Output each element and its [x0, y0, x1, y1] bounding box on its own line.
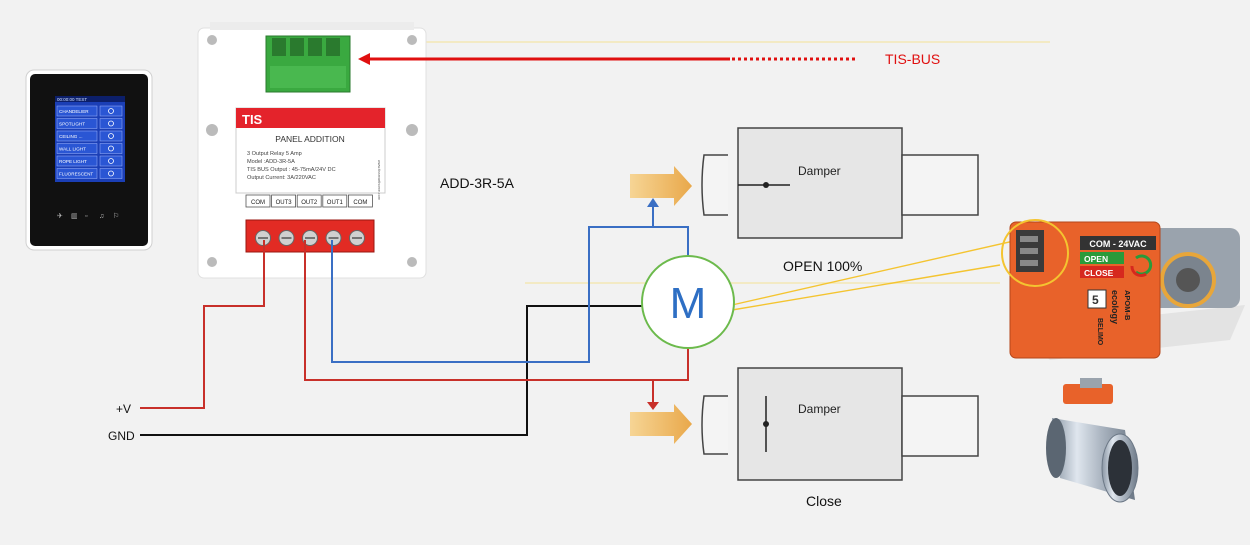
panel-item-label: WALL LIGHT	[59, 147, 86, 152]
damper-closed-label: Damper	[798, 402, 841, 416]
callout-line	[731, 264, 1001, 311]
damper-closed: Damper	[701, 367, 979, 481]
bulb-icon	[108, 120, 114, 127]
terminal-label: COM	[353, 200, 367, 206]
actuator-close-label: CLOSE	[1084, 268, 1114, 278]
terminal-label: OUT3	[276, 200, 293, 206]
panel-item-label: ROPE LIGHT	[59, 159, 87, 164]
chandelier-icon	[99, 105, 123, 117]
rotate-icon	[1135, 254, 1153, 276]
terminal-callout-circle	[1001, 219, 1069, 287]
panel-item[interactable]	[56, 155, 98, 167]
damper-open-label: Damper	[798, 164, 841, 178]
terminal-label-box	[296, 194, 322, 208]
positive-label: +V	[116, 402, 131, 416]
motor-label: M	[670, 279, 707, 328]
bulb-icon	[99, 118, 123, 129]
damper-closed-caption: Close	[806, 493, 842, 509]
bus-arrowhead	[358, 53, 370, 65]
panel-button-icon: ▫	[85, 213, 87, 220]
airflow-arrow-closed	[630, 404, 692, 444]
panel-status: 00:00:00 TEST	[57, 97, 87, 102]
close-arrowhead	[647, 402, 659, 410]
panel-item-label: SPOTLIGHT	[59, 122, 85, 127]
panel-button-icon: ▥	[71, 213, 78, 220]
panel-item[interactable]	[56, 168, 98, 179]
module-title: PANEL ADDITION	[275, 134, 344, 144]
panel-button-icon: ✈	[57, 213, 63, 220]
touch-panel: 00:00:00 TEST CHANDELIER SPOTLIGHT CEILING…	[25, 69, 153, 251]
damper-open-caption: OPEN 100%	[783, 258, 862, 274]
module-spec-line: 3 Output Relay 5 Amp	[247, 151, 302, 157]
out1-wire	[331, 226, 689, 363]
module-spec-line: Output Current: 3A/220VAC	[247, 175, 316, 181]
actuator-maker: BELIMO	[1096, 318, 1103, 346]
belimo-actuator: COM - 24VAC OPEN CLOSE 5 ecology APOM-B …	[1009, 221, 1245, 360]
panel-item[interactable]	[56, 118, 98, 129]
panel-item-label: FLUORESCENT	[59, 172, 93, 177]
terminal-label: OUT2	[301, 200, 318, 206]
callout-line	[731, 239, 1019, 306]
module-website: www.tissmarthome.com	[377, 160, 381, 200]
relay-module: TIS PANEL ADDITION 3 Output Relay 5 AmpM…	[197, 22, 427, 279]
bus-label: TIS-BUS	[885, 51, 940, 67]
ground-label: GND	[108, 429, 135, 443]
bus-connector	[265, 35, 351, 93]
rope-light-icon	[99, 155, 123, 167]
bulb-icon	[108, 133, 114, 139]
tube-light-icon	[108, 170, 114, 177]
panel-item[interactable]	[56, 105, 98, 117]
terminal-label-box	[347, 194, 373, 208]
chandelier-icon	[108, 108, 114, 114]
actuator-model: APOM-B	[1123, 290, 1132, 321]
rope-light-icon	[108, 158, 114, 164]
panel-item[interactable]	[56, 143, 98, 154]
ground-wire	[140, 305, 645, 436]
module-model-label: ADD-3R-5A	[440, 175, 515, 191]
positive-wire	[140, 240, 265, 409]
panel-item-label: CHANDELIER	[59, 109, 89, 114]
terminal-label-box	[271, 194, 297, 208]
open-arrowhead	[647, 198, 659, 207]
airflow-arrow-open	[630, 166, 692, 206]
terminal-label: COM	[251, 200, 265, 206]
module-spec-line: TIS BUS Output : 45-75mA/24V DC	[247, 167, 336, 173]
panel-item-label: CEILING ...	[59, 134, 83, 139]
wall-lamp-icon	[99, 143, 123, 154]
module-spec-line: Model :ADD-3R-5A	[247, 159, 295, 165]
terminal-label: OUT1	[327, 200, 344, 206]
panel-button-icon: ♫	[99, 213, 104, 220]
terminal-label-box	[322, 194, 348, 208]
damper-open: Damper	[701, 127, 979, 239]
bulb-icon	[99, 130, 123, 142]
module-brand: TIS	[242, 112, 263, 127]
motor	[641, 255, 735, 349]
panel-button-icon: ⚐	[113, 212, 119, 220]
rotate-icon	[1130, 265, 1147, 278]
actuator-header: COM - 24VAC	[1089, 239, 1147, 249]
actuator-size-mark: 5	[1092, 293, 1099, 307]
panel-item[interactable]	[56, 130, 98, 142]
terminal-label-box	[245, 194, 271, 208]
out2-wire	[304, 240, 689, 381]
round-duct	[1046, 378, 1139, 503]
tube-light-icon	[99, 168, 123, 179]
actuator-brand: ecology	[1110, 290, 1120, 324]
actuator-open-label: OPEN	[1084, 254, 1108, 264]
wall-lamp-icon	[108, 145, 114, 152]
